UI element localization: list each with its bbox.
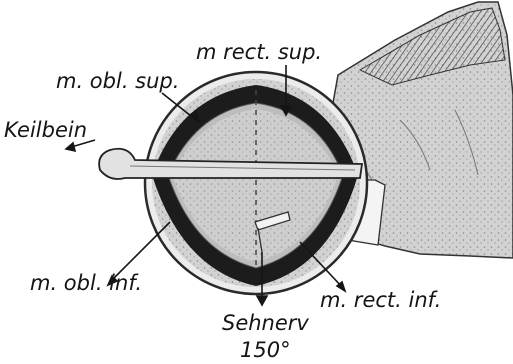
label-m-obl-sup: m. obl. sup.	[56, 71, 179, 92]
label-angle: 150°	[240, 340, 291, 361]
label-m-obl-inf: m. obl. inf.	[30, 273, 142, 294]
label-keilbein: Keilbein	[4, 120, 87, 141]
label-sehnerv: Sehnerv	[222, 313, 309, 334]
label-m-rect-inf: m. rect. inf.	[320, 290, 441, 311]
label-m-rect-sup: m rect. sup.	[196, 42, 322, 63]
